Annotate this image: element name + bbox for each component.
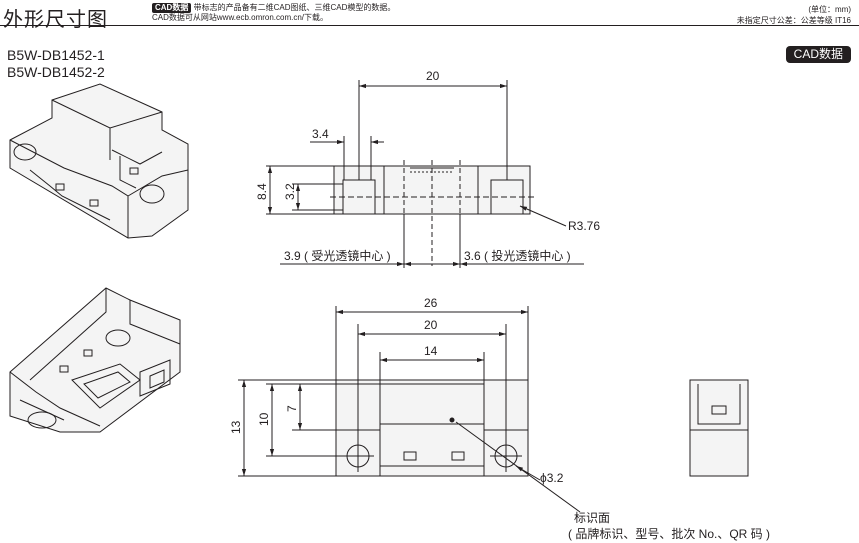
- dim-top-20: 20: [426, 69, 440, 83]
- dim-top-3-2: 3.2: [283, 183, 297, 200]
- front-view: [238, 306, 581, 513]
- cad-note-line1: 带标志的产品备有二维CAD图纸、三维CAD模型的数据。: [193, 3, 396, 12]
- dim-top-3-4: 3.4: [312, 127, 329, 141]
- cad-data-badge: CAD数据: [785, 46, 851, 63]
- marking-surface-title: 标识面: [574, 511, 610, 525]
- tolerance-label: 未指定尺寸公差：公差等级 IT16: [736, 16, 851, 25]
- top-view-labels: 20 3.4 8.4 3.2 R3.76 3.9 ( 受光透镜中心 ) 3.6 …: [255, 69, 600, 263]
- isometric-view-bottom: [9, 287, 181, 433]
- dim-front-20: 20: [424, 318, 438, 332]
- cad-note-line2: CAD数据可从网站www.ecb.omron.com.cn/下载。: [152, 13, 329, 22]
- dim-front-26: 26: [424, 296, 438, 310]
- model-number-1: B5W-DB1452-1: [7, 47, 105, 63]
- side-view: [689, 379, 749, 477]
- model-number-2: B5W-DB1452-2: [7, 64, 105, 80]
- dim-top-left-center: 3.9 ( 受光透镜中心 ): [284, 248, 391, 263]
- dim-top-radius: R3.76: [568, 219, 600, 233]
- unit-label: (单位：mm): [808, 5, 851, 14]
- marking-surface-detail: ( 品牌标识、型号、批次 No.、QR 码 ): [568, 526, 770, 541]
- top-view: [266, 80, 584, 268]
- dim-front-10: 10: [257, 412, 271, 426]
- isometric-view-top: [9, 83, 189, 239]
- dim-top-8-4: 8.4: [255, 183, 269, 200]
- header-divider: [0, 25, 859, 26]
- dim-front-hole: ϕ3.2: [540, 471, 564, 485]
- dim-front-14: 14: [424, 344, 438, 358]
- dim-top-right-center: 3.6 ( 投光透镜中心 ): [464, 248, 571, 263]
- front-view-labels: 26 20 14 13 10 7 ϕ3.2 标识面 ( 品牌标识、型号、批次 N…: [229, 296, 770, 541]
- cad-data-badge-small: CAD数据: [152, 3, 192, 13]
- dim-front-13: 13: [229, 420, 243, 434]
- cad-note: CAD数据 带标志的产品备有二维CAD图纸、三维CAD模型的数据。 CAD数据可…: [152, 3, 395, 23]
- dim-front-7: 7: [285, 405, 299, 412]
